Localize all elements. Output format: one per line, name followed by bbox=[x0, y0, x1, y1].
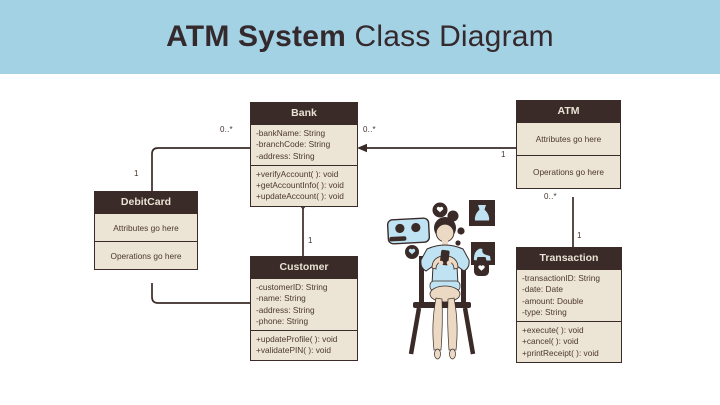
dot bbox=[455, 240, 461, 246]
illustration-woman-phone-shopping bbox=[386, 200, 495, 360]
multiplicity-label: 0..* bbox=[220, 125, 233, 134]
class-customer-title: Customer bbox=[251, 257, 357, 278]
multiplicity-label: 1 bbox=[501, 150, 506, 159]
arrowhead-icon bbox=[357, 143, 367, 153]
multiplicity-label: 0..* bbox=[544, 192, 557, 201]
class-transaction: Transaction -transactionID: String-date:… bbox=[516, 247, 622, 364]
member-line: -amount: Double bbox=[522, 295, 584, 306]
class-debitcard-operations: Operations go here bbox=[95, 241, 197, 269]
class-atm-title: ATM bbox=[517, 101, 620, 122]
member-line: +printReceipt( ): void bbox=[522, 347, 599, 358]
class-atm-attributes: Attributes go here bbox=[517, 122, 620, 155]
class-atm-operations: Operations go here bbox=[517, 155, 620, 188]
heart-icon bbox=[432, 202, 448, 218]
member-line: Operations go here bbox=[110, 250, 182, 261]
member-line: +cancel( ): void bbox=[522, 336, 579, 347]
member-line: Attributes go here bbox=[113, 222, 179, 233]
page-title: ATM System Class Diagram bbox=[166, 20, 554, 54]
member-line: -address: String bbox=[256, 304, 315, 315]
class-atm: ATM Attributes go here Operations go her… bbox=[516, 100, 621, 189]
multiplicity-label: 1 bbox=[308, 236, 313, 245]
member-line: -name: String bbox=[256, 293, 306, 304]
class-transaction-attributes: -transactionID: String-date: Date-amount… bbox=[517, 269, 621, 321]
connector-debitcard-customer bbox=[151, 283, 250, 304]
heart-icon bbox=[405, 245, 419, 259]
member-line: -phone: String bbox=[256, 315, 309, 326]
class-customer: Customer -customerID: String-name: Strin… bbox=[250, 256, 358, 361]
class-bank-operations: +verifyAccount( ): void+getAccountInfo( … bbox=[251, 164, 357, 206]
member-line: +updateAccount( ): void bbox=[256, 191, 344, 202]
class-customer-operations: +updateProfile( ): void+validatePIN( ): … bbox=[251, 330, 357, 360]
member-line: +execute( ): void bbox=[522, 325, 584, 336]
title-regular: Class Diagram bbox=[345, 20, 554, 53]
member-line: -branchCode: String bbox=[256, 139, 331, 150]
title-bold: ATM System bbox=[166, 20, 346, 53]
credit-card-icon bbox=[386, 217, 431, 245]
woman-figure bbox=[420, 210, 470, 360]
member-line: Operations go here bbox=[532, 167, 605, 177]
member-line: -type: String bbox=[522, 306, 567, 317]
member-line: -bankName: String bbox=[256, 128, 326, 138]
class-debitcard: DebitCard Attributes go here Operations … bbox=[94, 191, 198, 270]
class-debitcard-title: DebitCard bbox=[95, 192, 197, 213]
member-line: +verifyAccount( ): void bbox=[256, 168, 339, 179]
member-line: -customerID: String bbox=[256, 282, 328, 292]
member-line: -transactionID: String bbox=[522, 273, 600, 283]
member-line: Attributes go here bbox=[535, 134, 602, 144]
heart-icon bbox=[474, 261, 489, 276]
class-bank: Bank -bankName: String-branchCode: Strin… bbox=[250, 102, 358, 207]
class-bank-title: Bank bbox=[251, 103, 357, 124]
member-line: +getAccountInfo( ): void bbox=[256, 180, 344, 191]
member-line: -address: String bbox=[256, 150, 315, 161]
member-line: -date: Date bbox=[522, 284, 564, 295]
multiplicity-label: 1 bbox=[577, 231, 582, 240]
dot bbox=[457, 227, 465, 235]
connector-bank-debitcard bbox=[151, 147, 250, 191]
dress-icon bbox=[469, 200, 495, 226]
multiplicity-label: 0..* bbox=[363, 125, 376, 134]
title-banner: ATM System Class Diagram bbox=[0, 0, 720, 74]
high-heel-icon bbox=[471, 242, 495, 265]
member-line: +updateProfile( ): void bbox=[256, 334, 338, 345]
member-line: +validatePIN( ): void bbox=[256, 345, 331, 356]
multiplicity-label: 1 bbox=[134, 169, 139, 178]
class-customer-attributes: -customerID: String-name: String-address… bbox=[251, 278, 357, 330]
class-bank-attributes: -bankName: String-branchCode: String-add… bbox=[251, 124, 357, 165]
class-transaction-operations: +execute( ): void+cancel( ): void+printR… bbox=[517, 321, 621, 362]
class-debitcard-attributes: Attributes go here bbox=[95, 213, 197, 241]
class-transaction-title: Transaction bbox=[517, 248, 621, 269]
